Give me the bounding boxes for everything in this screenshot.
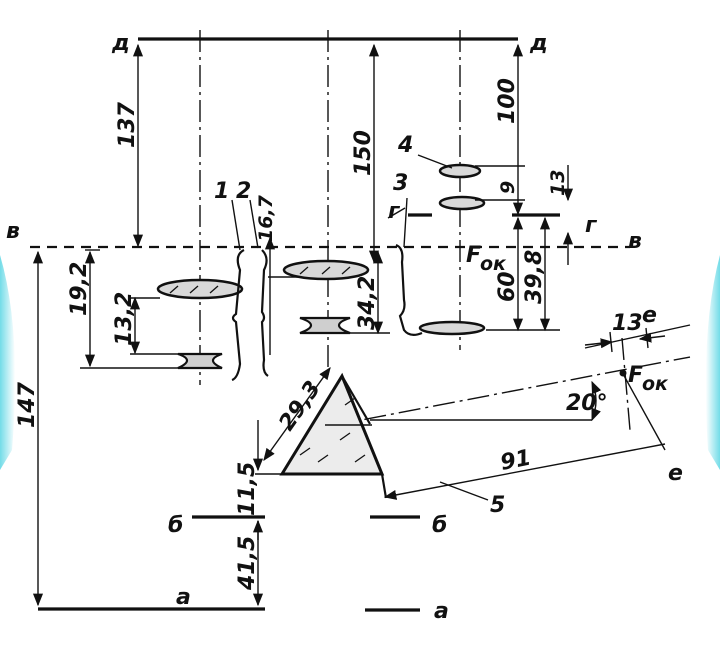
dimension-19-2 xyxy=(80,249,180,369)
dimension-100 xyxy=(475,43,525,201)
lens-center-convex xyxy=(282,259,370,281)
dim-label-19-2: 19,2 xyxy=(67,262,92,316)
dim-label-100: 100 xyxy=(495,78,520,124)
focus-label-center: F ок xyxy=(466,243,507,275)
bracket-2 xyxy=(260,249,269,377)
leader-g-left xyxy=(387,207,406,219)
lens-left-concave xyxy=(177,352,223,370)
dimension-11-5 xyxy=(252,420,290,540)
focus-point xyxy=(619,369,627,377)
svg-text:ок: ок xyxy=(642,373,669,395)
plane-b-label-left: б xyxy=(168,513,183,538)
lens-right-bottom xyxy=(418,320,486,336)
dim-label-60: 60 xyxy=(495,271,520,302)
dim-label-9: 9 xyxy=(497,181,519,194)
plane-b-label-right: б xyxy=(432,513,447,538)
dim-label-137: 137 xyxy=(115,101,140,148)
bracket-3 xyxy=(395,243,423,337)
bracket-1 xyxy=(231,249,245,382)
lens-right-4-bottom xyxy=(438,195,486,211)
dim-label-34-2: 34,2 xyxy=(355,276,380,330)
svg-text:ок: ок xyxy=(480,253,507,275)
svg-text:F: F xyxy=(628,363,643,388)
dimension-34-2 xyxy=(350,250,390,335)
optical-axis-inclined xyxy=(329,356,691,427)
plane-a-label-left: а xyxy=(176,585,191,610)
lens-center-concave xyxy=(299,316,351,335)
dimension-91 xyxy=(383,371,666,500)
callout-2: 2 xyxy=(236,179,251,204)
plane-e-label-bottom: е xyxy=(668,461,683,486)
dim-label-13-2: 13,2 xyxy=(112,292,137,346)
dim-label-11-5: 11,5 xyxy=(235,462,260,516)
leader-1 xyxy=(231,199,241,251)
dim-label-39-8: 39,8 xyxy=(522,250,547,304)
dimension-39-8 xyxy=(486,216,560,332)
dim-label-150: 150 xyxy=(351,130,376,176)
plane-v-label-right: в xyxy=(628,229,642,254)
plane-v-label-left: в xyxy=(6,219,20,244)
plane-e-label-top: е xyxy=(642,303,657,328)
dimension-29-3 xyxy=(263,366,331,462)
dimension-13-2 xyxy=(129,296,178,355)
angle-label-20: 20° xyxy=(566,391,608,416)
callout-5: 5 xyxy=(490,493,505,518)
plane-d-label-right: д xyxy=(529,31,548,56)
dimension-16-7 xyxy=(264,236,300,355)
plane-a-line xyxy=(38,607,420,612)
leader-4 xyxy=(417,154,453,169)
callout-4: 4 xyxy=(397,133,413,158)
lens-left-convex xyxy=(156,278,244,300)
plane-d-label-left: д xyxy=(111,31,130,56)
plane-g-label-right: г xyxy=(585,213,598,238)
leader-5 xyxy=(439,481,489,501)
dim-label-91: 91 xyxy=(498,446,533,476)
callout-1: 1 xyxy=(214,179,229,204)
plane-g-label-left: г xyxy=(388,199,401,224)
dim-label-41-5: 41,5 xyxy=(235,536,260,591)
svg-text:F: F xyxy=(466,243,481,268)
focus-label-right: F ок xyxy=(628,363,669,395)
dim-label-147: 147 xyxy=(15,381,40,428)
dim-label-13-top: 13 xyxy=(612,311,643,336)
leader-2 xyxy=(249,199,259,249)
plane-e-axis xyxy=(621,337,631,431)
dim-label-16-7: 16,7 xyxy=(255,194,277,242)
right-edge-glow xyxy=(705,255,720,470)
plane-a-label-right: а xyxy=(434,599,449,624)
dimension-20-angle xyxy=(370,380,602,422)
dim-label-13-right: 13 xyxy=(547,170,569,196)
lens-right-4-top xyxy=(438,163,482,179)
callout-3: 3 xyxy=(393,171,408,196)
left-edge-glow xyxy=(0,255,16,470)
dimension-13-top xyxy=(584,324,691,353)
